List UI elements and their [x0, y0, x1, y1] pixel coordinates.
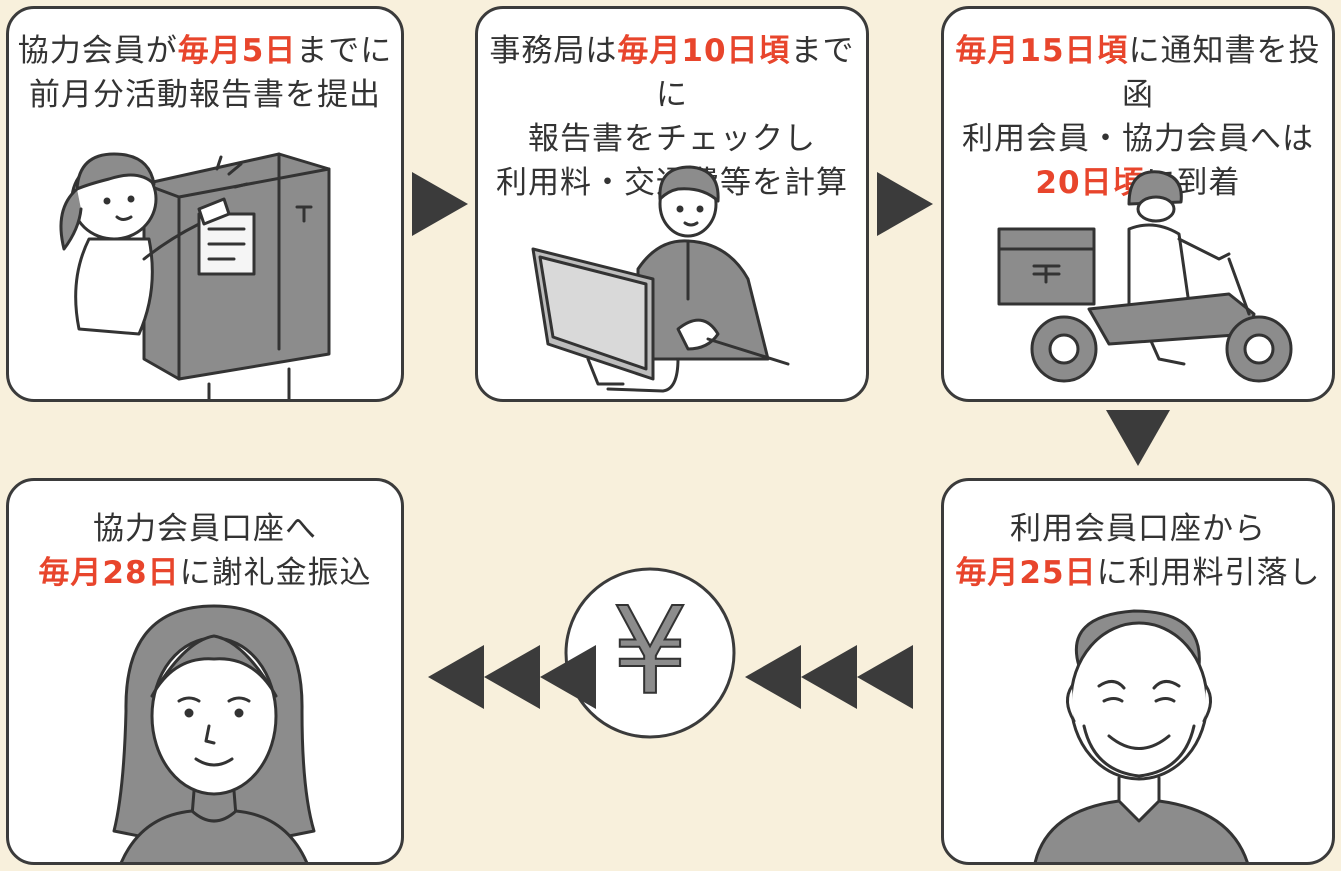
step-card-mail-notice: 毎月15日頃に通知書を投函 利用会員・協力会員へは 20日頃に到着: [941, 6, 1335, 402]
step-1-line2: 前月分活動報告書を提出: [29, 77, 381, 113]
step-2-line2: 報告書をチェックし: [528, 121, 816, 157]
step-4-line2-post: に利用料引落し: [1096, 555, 1321, 591]
arrows-left-left-group: [428, 645, 596, 709]
step-2-text: 事務局は毎月10日頃までに 報告書をチェックし 利用料・交通費等を計算: [478, 29, 866, 205]
step-5-text: 協力会員口座へ 毎月28日に謝礼金振込: [9, 507, 401, 595]
step-2-line1-pre: 事務局は: [489, 33, 618, 69]
arrow-right-1: [412, 172, 468, 236]
elderly-man-illustration: [1033, 609, 1249, 862]
step-5-date-highlight: 毎月28日: [38, 555, 180, 591]
step-2-date-highlight: 毎月10日頃: [617, 33, 791, 69]
step-1-line1-post: までに: [296, 33, 393, 69]
step-3-arrival-highlight: 20日頃: [1035, 165, 1145, 201]
step-4-line1: 利用会員口座から: [1010, 511, 1266, 547]
step-5-line2-post: に謝礼金振込: [179, 555, 372, 591]
office-worker-at-computer-illustration: [531, 165, 790, 393]
woman-portrait-illustration: [112, 604, 316, 862]
step-1-date-highlight: 毎月5日: [177, 33, 297, 69]
step-3-date-highlight: 毎月15日頃: [955, 33, 1129, 69]
woman-posting-letter-illustration: [59, 152, 331, 399]
step-3-line2: 利用会員・協力会員へは: [962, 121, 1314, 157]
step-2-line1-post: までに: [656, 33, 855, 113]
arrows-left-right-group: [745, 645, 913, 709]
postman-on-scooter-illustration: [997, 170, 1293, 383]
arrow-down: [1106, 410, 1170, 466]
step-3-line1-post: に通知書を投函: [1122, 33, 1321, 113]
step-card-reward-transfer: 協力会員口座へ 毎月28日に謝礼金振込: [6, 478, 404, 865]
step-1-text: 協力会員が毎月5日までに 前月分活動報告書を提出: [9, 29, 401, 117]
step-3-text: 毎月15日頃に通知書を投函 利用会員・協力会員へは 20日頃に到着: [944, 29, 1332, 205]
yen-circle: ¥: [564, 567, 736, 739]
step-1-line1-pre: 協力会員が: [17, 33, 178, 69]
step-4-text: 利用会員口座から 毎月25日に利用料引落し: [944, 507, 1332, 595]
arrow-right-2: [877, 172, 933, 236]
yen-symbol: ¥: [612, 583, 688, 722]
step-4-date-highlight: 毎月25日: [955, 555, 1097, 591]
step-5-line1: 協力会員口座へ: [93, 511, 317, 547]
step-card-fee-withdrawal: 利用会員口座から 毎月25日に利用料引落し: [941, 478, 1335, 865]
step-card-office-check: 事務局は毎月10日頃までに 報告書をチェックし 利用料・交通費等を計算: [475, 6, 869, 402]
step-card-submit-report: 協力会員が毎月5日までに 前月分活動報告書を提出: [6, 6, 404, 402]
